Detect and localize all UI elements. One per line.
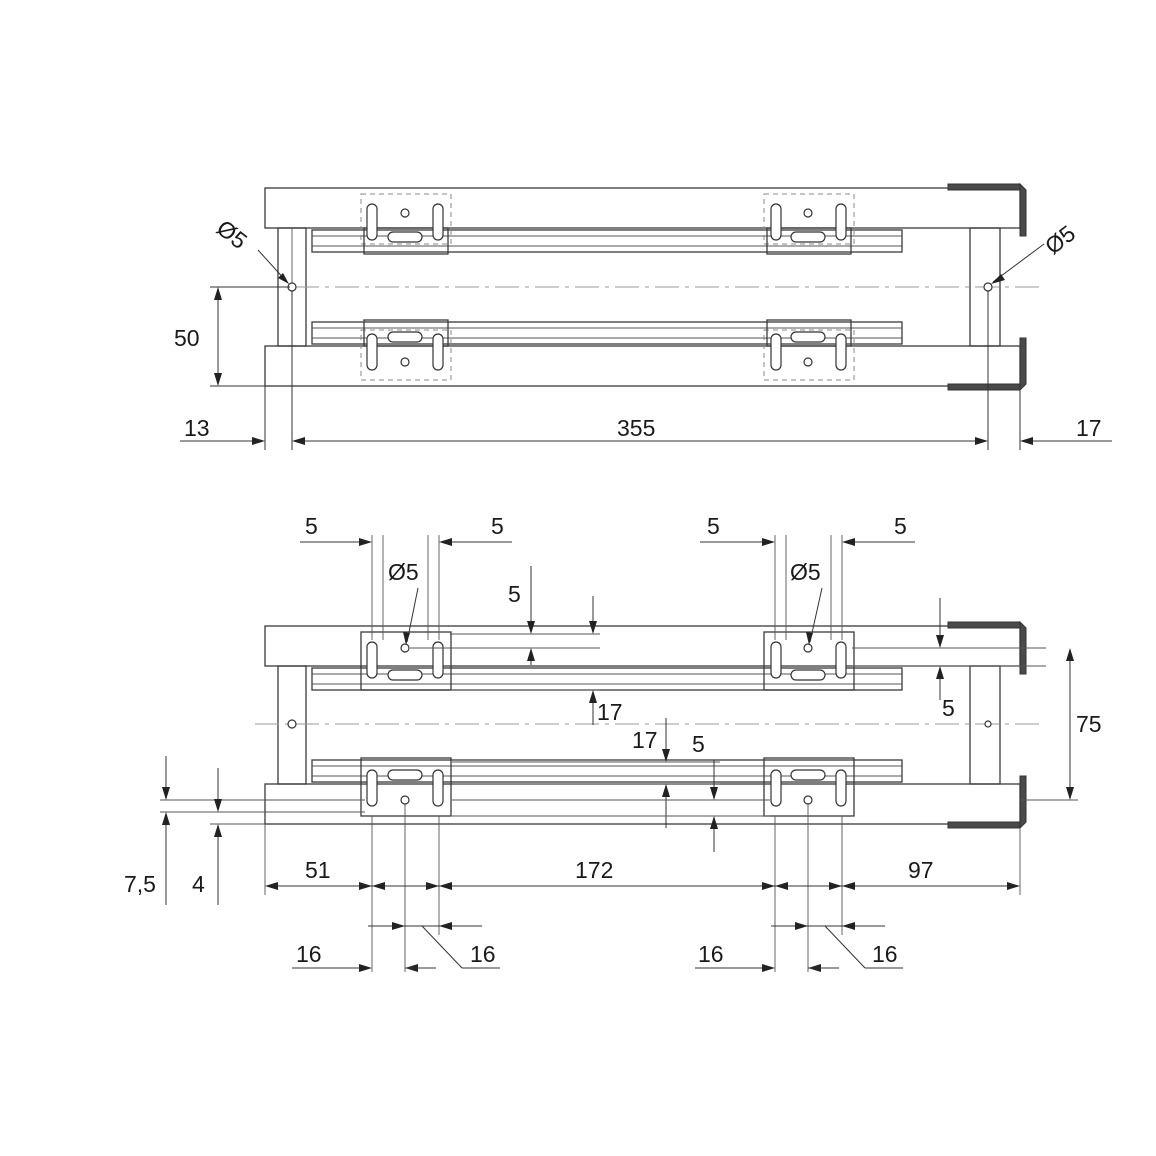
- vertical-5-right-label: 5: [942, 695, 955, 721]
- bracket-upper-left: [360, 631, 452, 691]
- dim-16-a-label: 16: [296, 941, 322, 967]
- dim-16-c-label: 16: [698, 941, 724, 967]
- dim-75-label: 75: [1076, 711, 1102, 737]
- dim-51-label: 51: [305, 857, 331, 883]
- top-view: Ø5 Ø5 50 13 355 17: [174, 182, 1112, 450]
- dim-172-label: 172: [575, 857, 613, 883]
- left-offset-label: 13: [184, 415, 210, 441]
- bracket-lower-right: [763, 757, 855, 817]
- mount-hole-right: [983, 282, 993, 292]
- dim-16-d-label: 16: [872, 941, 898, 967]
- dim-7-5-label: 7,5: [124, 871, 156, 897]
- bottom-view: 5 5 5 5 Ø5 Ø5 5 17: [124, 513, 1102, 972]
- dim-4-label: 4: [192, 871, 205, 897]
- hole-diameter-label-bottom-left: Ø5: [388, 559, 419, 585]
- bracket-lower-left: [360, 757, 452, 817]
- height-dimension-label: 50: [174, 325, 200, 351]
- vertical-5-mid-label: 5: [692, 731, 705, 757]
- bracket-left-gap-label-left: 5: [305, 513, 318, 539]
- hole-diameter-label-right: Ø5: [1040, 220, 1080, 259]
- dim-17-lower-label: 17: [632, 727, 658, 753]
- bracket-right-gap-label-left: 5: [707, 513, 720, 539]
- dim-16-b-label: 16: [470, 941, 496, 967]
- mount-hole-right-bottom: [984, 720, 992, 728]
- dim-17-upper-label: 17: [597, 699, 623, 725]
- bracket-upper-right: [763, 631, 855, 691]
- bracket-top-left: [360, 193, 452, 255]
- hole-diameter-label-bottom-right: Ø5: [790, 559, 821, 585]
- hole-diameter-label-left: Ø5: [212, 215, 252, 254]
- mount-hole-left-bottom: [287, 719, 297, 729]
- bracket-left-gap-label-right: 5: [491, 513, 504, 539]
- bracket-bottom-left: [360, 319, 452, 381]
- overall-length-label: 355: [617, 415, 655, 441]
- bracket-bottom-right: [763, 319, 855, 381]
- bracket-right-gap-label-right: 5: [894, 513, 907, 539]
- dim-97-label: 97: [908, 857, 934, 883]
- vertical-5-left-label: 5: [508, 581, 521, 607]
- right-offset-label: 17: [1076, 415, 1102, 441]
- bracket-top-right: [763, 193, 855, 255]
